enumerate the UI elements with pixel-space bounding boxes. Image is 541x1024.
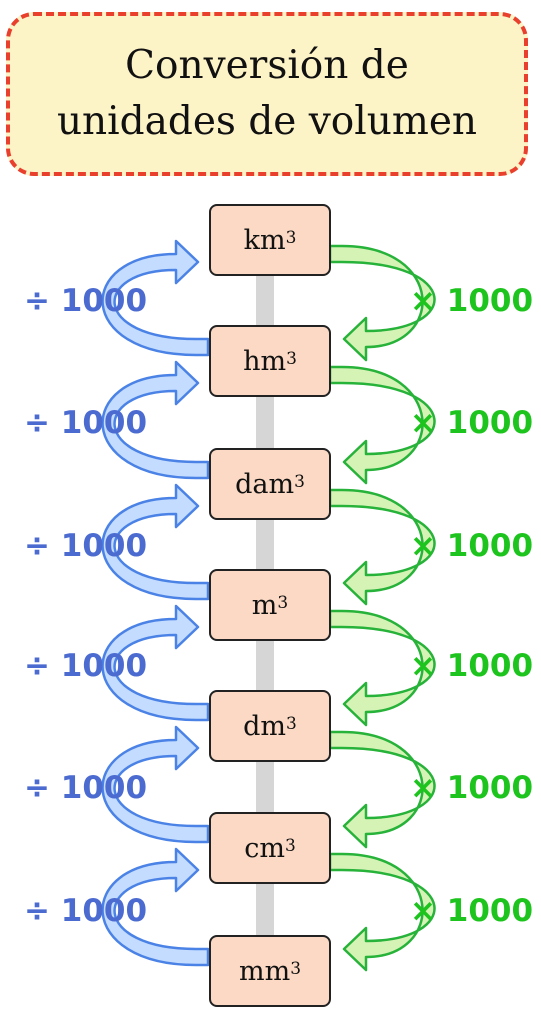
title-box: Conversión de unidades de volumen <box>6 12 528 176</box>
multiply-label: × 1000 <box>410 770 534 806</box>
unit-base: hm <box>243 345 287 377</box>
title: Conversión de unidades de volumen <box>57 38 477 150</box>
multiply-arrow <box>328 609 436 727</box>
divide-arrow <box>101 725 210 844</box>
unit-base: cm <box>244 832 285 864</box>
divide-arrow <box>101 604 210 722</box>
divide-label: ÷ 1000 <box>24 648 148 684</box>
unit-base: mm <box>238 955 291 987</box>
title-line-2: unidades de volumen <box>56 99 478 144</box>
divide-label: ÷ 1000 <box>24 770 148 806</box>
divide-arrow <box>101 360 210 480</box>
multiply-label: × 1000 <box>410 283 534 319</box>
divide-arrow <box>101 847 210 967</box>
divide-label: ÷ 1000 <box>24 528 148 564</box>
divide-label: ÷ 1000 <box>24 893 148 929</box>
multiply-arrow <box>328 852 436 972</box>
divide-label: ÷ 1000 <box>24 405 148 441</box>
multiply-arrow <box>328 365 436 485</box>
unit-base: dm <box>243 710 287 742</box>
divide-arrow <box>101 239 210 357</box>
multiply-arrow <box>328 244 436 362</box>
multiply-label: × 1000 <box>410 648 534 684</box>
divide-arrow <box>101 483 210 601</box>
title-line-1: Conversión de <box>125 43 409 88</box>
unit-base: m <box>251 589 278 621</box>
multiply-label: × 1000 <box>410 528 534 564</box>
divide-label: ÷ 1000 <box>24 283 148 319</box>
multiply-arrow <box>328 488 436 606</box>
multiply-label: × 1000 <box>410 893 534 929</box>
multiply-label: × 1000 <box>410 405 534 441</box>
multiply-arrow <box>328 730 436 849</box>
unit-base: km <box>243 224 286 256</box>
unit-base: dam <box>235 468 295 500</box>
